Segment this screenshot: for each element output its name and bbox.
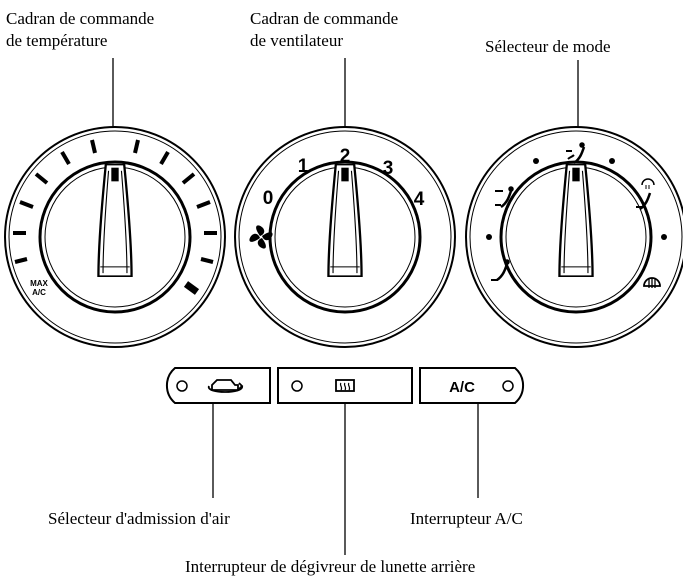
- ac-switch-callout: Interrupteur A/C: [410, 509, 523, 528]
- fan-dial[interactable]: 0 1 2 3 4: [234, 126, 456, 348]
- bilevel-vent-icon: [495, 186, 514, 209]
- fan-speed-4: 4: [414, 189, 425, 210]
- ac-button[interactable]: [419, 367, 525, 404]
- ac-indicator-led: [502, 380, 514, 392]
- rear-defroster-icon: [335, 379, 355, 392]
- fan-dial-callout: Cadran de commande de ventilateur: [250, 8, 398, 52]
- rear-defroster-indicator-led: [291, 380, 303, 392]
- ac-button-label: A/C: [449, 379, 475, 396]
- rear-defroster-callout: Interrupteur de dégivreur de lunette arr…: [185, 557, 476, 576]
- defrost-icon: [643, 277, 661, 288]
- temperature-dial[interactable]: MAX A/C: [4, 126, 226, 348]
- fan-dial-callout-line2: de ventilateur: [250, 31, 343, 50]
- mode-dots: [486, 158, 667, 240]
- fan-speed-0: 0: [263, 188, 274, 209]
- temperature-knob[interactable]: [97, 163, 133, 278]
- temperature-dial-callout: Cadran de commande de température: [6, 8, 154, 52]
- fan-icon: [249, 225, 273, 249]
- temperature-dial-callout-line2: de température: [6, 31, 108, 50]
- air-intake-button[interactable]: [165, 367, 271, 404]
- fan-speed-3: 3: [383, 158, 394, 179]
- mode-selector-callout: Sélecteur de mode: [485, 37, 611, 56]
- floor-vent-icon: [491, 259, 510, 282]
- face-vent-icon: [566, 142, 586, 165]
- recirculation-icon: [208, 379, 244, 393]
- fan-dial-callout-line1: Cadran de commande: [250, 9, 399, 28]
- fan-speed-2: 2: [340, 146, 351, 167]
- air-intake-indicator-led: [176, 380, 188, 392]
- button-panel: A/C: [165, 367, 525, 404]
- mode-selector-dial[interactable]: [465, 126, 683, 348]
- mode-knob[interactable]: [558, 163, 594, 278]
- max-ac-label-line2: A/C: [32, 288, 46, 297]
- fan-knob[interactable]: [327, 163, 363, 278]
- fan-speed-1: 1: [298, 156, 309, 177]
- air-intake-callout: Sélecteur d'admission d'air: [48, 509, 230, 528]
- temperature-scale-marks: [13, 139, 217, 295]
- temperature-dial-callout-line1: Cadran de commande: [6, 9, 155, 28]
- floor-defrost-icon: [636, 178, 655, 211]
- max-ac-label-line1: MAX: [30, 279, 48, 288]
